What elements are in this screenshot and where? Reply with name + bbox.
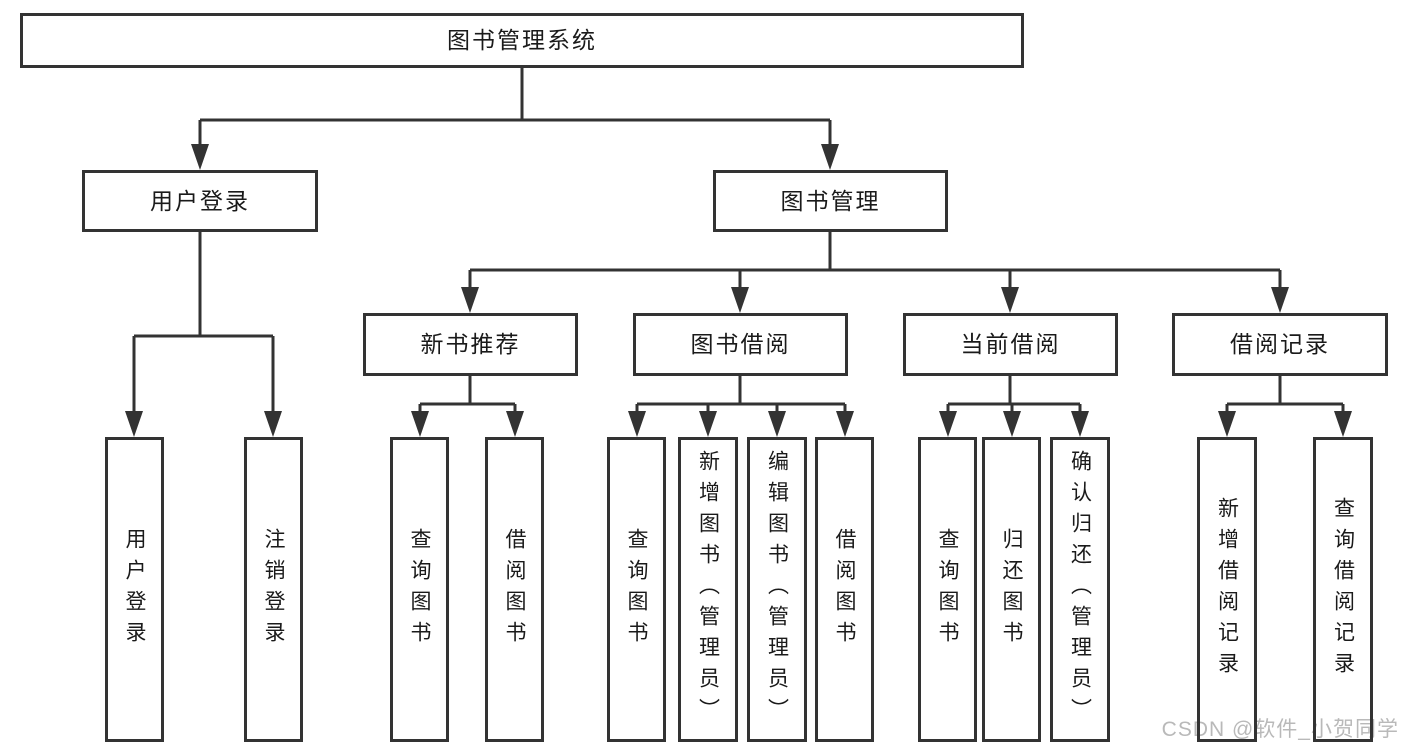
csdn-watermark: CSDN @软件_小贺同学 xyxy=(1161,718,1399,741)
node-leaf-borrow-books-recommend: 借阅图书 xyxy=(485,437,544,742)
node-leaf-add-books-admin: 新增图书（管理员） xyxy=(678,437,738,742)
node-leaf-confirm-return-admin: 确认归还（管理员） xyxy=(1050,437,1110,742)
node-leaf-query-books-borrowing: 查询图书 xyxy=(607,437,666,742)
node-leaf-return-books: 归还图书 xyxy=(982,437,1041,742)
node-leaf-edit-books-admin: 编辑图书（管理员） xyxy=(747,437,807,742)
node-leaf-borrow-books-borrowing: 借阅图书 xyxy=(815,437,874,742)
node-leaf-user-login: 用户登录 xyxy=(105,437,164,742)
node-current-borrowing: 当前借阅 xyxy=(903,313,1118,376)
node-book-management: 图书管理 xyxy=(713,170,948,232)
node-leaf-add-borrow-record: 新增借阅记录 xyxy=(1197,437,1257,742)
node-leaf-query-borrow-record: 查询借阅记录 xyxy=(1313,437,1373,742)
node-leaf-query-books-current: 查询图书 xyxy=(918,437,977,742)
tree-edges xyxy=(132,68,1345,433)
node-library-management-system: 图书管理系统 xyxy=(20,13,1024,68)
node-leaf-logout: 注销登录 xyxy=(244,437,303,742)
node-leaf-query-books-recommend: 查询图书 xyxy=(390,437,449,742)
node-borrowing-records: 借阅记录 xyxy=(1172,313,1388,376)
node-user-login: 用户登录 xyxy=(82,170,318,232)
node-new-book-recommend: 新书推荐 xyxy=(363,313,578,376)
node-book-borrowing: 图书借阅 xyxy=(633,313,848,376)
